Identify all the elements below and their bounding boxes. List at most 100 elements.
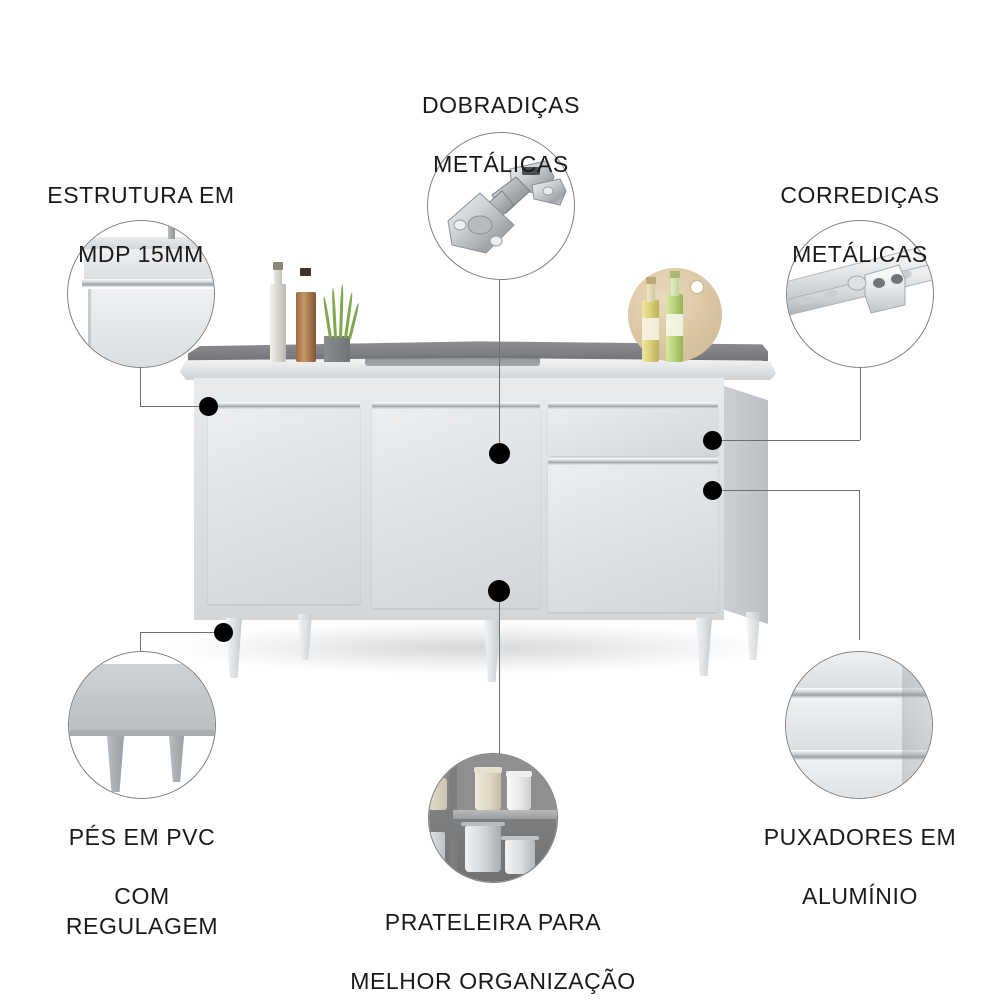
- connector-corredicas-horizontal: [722, 440, 860, 441]
- label-pes: PÉS EM PVC COM REGULAGEM: [42, 794, 242, 971]
- callout-corredicas-art: [787, 221, 933, 367]
- plant-blade-1: [322, 296, 332, 339]
- oil-bottle-yellow-cap: [646, 277, 656, 284]
- label-corredicas-line2: METÁLICAS: [792, 241, 928, 268]
- label-dobradicas-line1: DOBRADIÇAS: [421, 92, 581, 119]
- label-corredicas-line1: CORREDIÇAS: [780, 182, 940, 209]
- drawer-right: [548, 408, 718, 456]
- dot-prateleira: [488, 580, 510, 602]
- callout-prateleira: [428, 753, 558, 883]
- pot-large: [465, 826, 501, 872]
- handles-side-shadow: [902, 652, 932, 798]
- label-prateleira-line1: PRATELEIRA PARA: [384, 909, 602, 936]
- oil-bottle-clear-neck: [274, 268, 282, 286]
- oil-bottle-clear-cap: [273, 262, 283, 270]
- handle-drawer-right: [548, 402, 718, 409]
- oil-bottle-copper-neck: [301, 274, 310, 294]
- pot-small: [505, 840, 535, 874]
- pvc-foot-left: [107, 736, 124, 792]
- callout-dobradicas: [427, 132, 575, 280]
- label-estrutura: ESTRUTURA EM MDP 15MM: [41, 152, 241, 299]
- foot-front-right: [696, 618, 712, 676]
- label-corredicas: CORREDIÇAS METÁLICAS: [760, 152, 960, 299]
- label-pes-line2: COM REGULAGEM: [65, 883, 219, 939]
- oil-bottle-copper: [296, 292, 316, 362]
- canister-white-lid: [506, 771, 532, 777]
- handle-door-right: [548, 458, 718, 465]
- cutting-board-hole: [690, 280, 704, 294]
- structure-edge-shadow: [88, 289, 91, 367]
- callout-dobradicas-art: [428, 133, 574, 279]
- foot-rear-right: [746, 612, 760, 660]
- callout-puxadores: [785, 651, 933, 799]
- sink-basin: [365, 356, 540, 366]
- connector-puxadores-horizontal: [722, 490, 860, 491]
- handle-door-left: [208, 402, 360, 409]
- handles-panel-bottom: [786, 760, 932, 798]
- connector-pes-vertical: [140, 632, 141, 654]
- oil-bottle-green-cap: [670, 271, 680, 278]
- label-dobradicas: DOBRADIÇAS METÁLICAS: [391, 62, 611, 209]
- label-puxadores-line1: PUXADORES EM: [763, 824, 957, 851]
- structure-handle-strip: [82, 279, 214, 287]
- handles-panel-top: [786, 652, 932, 690]
- callout-prateleira-art: [429, 754, 557, 882]
- dot-pes: [214, 623, 233, 642]
- canister-left-partial: [429, 778, 447, 810]
- pvc-foot-right: [169, 736, 184, 782]
- label-pes-line1: PÉS EM PVC: [68, 824, 216, 851]
- callout-pes-art: [69, 652, 215, 798]
- callout-corredicas: [786, 220, 934, 368]
- label-puxadores-line2: ALUMÍNIO: [802, 883, 918, 910]
- structure-upper-panel: [84, 249, 214, 279]
- dot-dobradicas: [489, 443, 510, 464]
- door-left: [208, 408, 360, 604]
- canister-white: [507, 774, 531, 810]
- label-puxadores: PUXADORES EM ALUMÍNIO: [760, 794, 960, 941]
- connector-estrutura-vertical: [140, 366, 141, 406]
- feet-cabinet-base: [69, 664, 215, 736]
- dot-puxadores: [703, 481, 722, 500]
- structure-lower-panel: [88, 289, 214, 367]
- structure-faucet-stem: [168, 221, 175, 239]
- callout-pes: [68, 651, 216, 799]
- connector-pes-horizontal: [140, 632, 224, 633]
- handles-strip-lower: [786, 750, 932, 760]
- pot-large-handle: [461, 822, 505, 826]
- connector-prateleira-vertical: [499, 595, 500, 755]
- handles-panel-middle: [786, 698, 932, 750]
- feet-base-edge: [69, 730, 215, 736]
- foot-rear-left: [298, 614, 312, 660]
- drawer-slide-icon: [787, 243, 933, 317]
- label-prateleira-line2: MELHOR ORGANIZAÇÃO: [350, 968, 636, 995]
- door-center: [372, 408, 540, 608]
- callout-puxadores-art: [786, 652, 932, 798]
- cabinet-side-panel: [724, 386, 768, 624]
- metal-hinge-icon: [447, 160, 567, 254]
- oil-bottle-clear: [270, 284, 286, 362]
- structure-countertop: [80, 237, 214, 249]
- product-cabinet: [150, 262, 790, 710]
- canister-cream: [475, 770, 501, 810]
- plant-blade-3: [339, 283, 344, 339]
- label-prateleira: PRATELEIRA PARA MELHOR ORGANIZAÇÃO: [343, 879, 643, 1000]
- connector-estrutura-horizontal: [140, 406, 208, 407]
- callout-estrutura: [67, 220, 215, 368]
- foot-center: [484, 620, 500, 682]
- dot-estrutura: [199, 397, 218, 416]
- shelf-board: [453, 810, 557, 819]
- connector-puxadores-vertical: [859, 490, 860, 640]
- handle-door-center: [372, 402, 540, 409]
- countertop: [180, 358, 776, 380]
- oil-bottle-copper-cap: [300, 268, 311, 276]
- oil-bottle-yellow-label: [642, 318, 659, 340]
- canister-cream-lid: [474, 767, 502, 773]
- connector-dobradicas-vertical: [499, 280, 500, 455]
- oil-bottle-green-neck: [671, 276, 679, 296]
- dot-corredicas: [703, 431, 722, 450]
- label-dobradicas-line2: METÁLICAS: [433, 151, 569, 178]
- plant-blade-2: [331, 287, 337, 339]
- label-estrutura-line1: ESTRUTURA EM: [47, 182, 235, 209]
- label-estrutura-line2: MDP 15MM: [78, 241, 204, 268]
